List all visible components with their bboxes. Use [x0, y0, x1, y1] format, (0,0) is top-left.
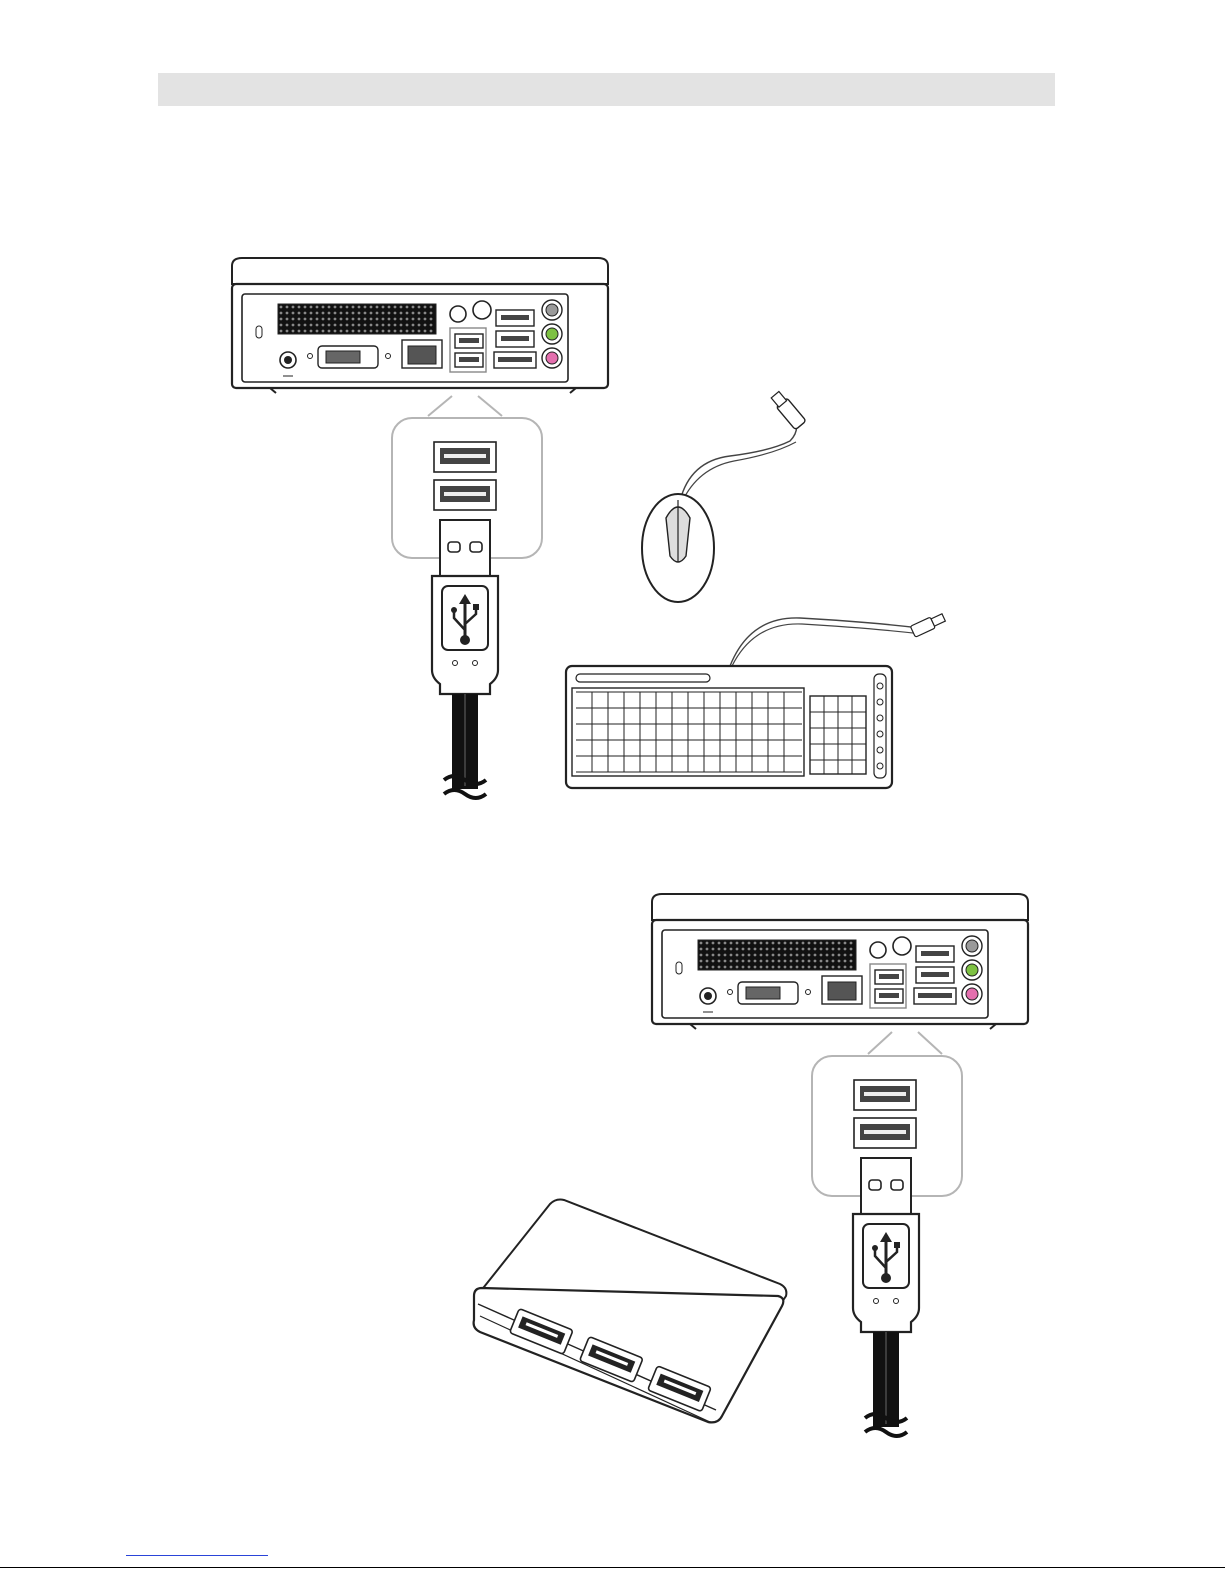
- usb-keyboard-icon: [566, 612, 946, 788]
- figure-usb-keyboard-mouse: [230, 256, 950, 806]
- figure-usb-hub: [460, 892, 1060, 1447]
- footer-link-underline[interactable]: [126, 1555, 268, 1556]
- usb-mouse-icon: [642, 390, 806, 602]
- footer-rule: [0, 1567, 1225, 1568]
- mini-pc-rear-panel: [652, 894, 1028, 1029]
- section-header-bar: [158, 73, 1055, 106]
- mini-pc-rear-panel: [232, 258, 608, 393]
- usb-plug-icon: [853, 1158, 919, 1436]
- usb-plug-icon: [432, 520, 498, 798]
- usb-hub-icon: [474, 1200, 787, 1423]
